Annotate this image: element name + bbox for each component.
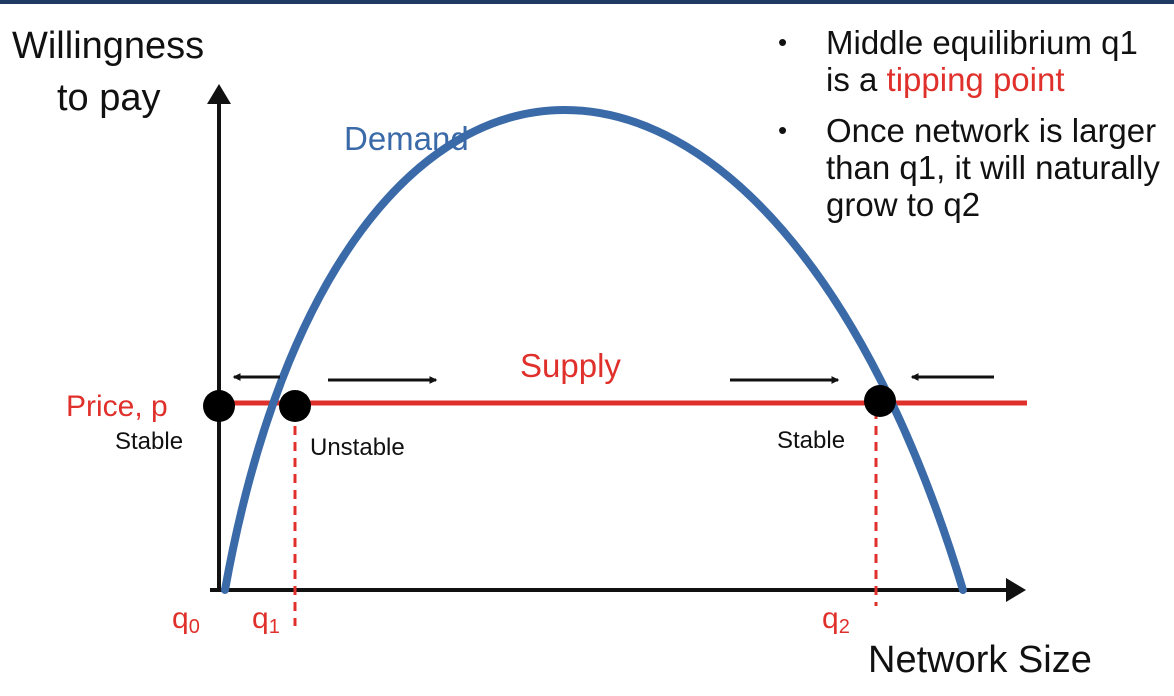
bullet-list: • Middle equilibrium q1 is a tipping poi… — [770, 24, 1170, 237]
demand-label: Demand — [344, 120, 469, 157]
q1-subscript: 1 — [269, 616, 280, 638]
q2-label: q2 — [822, 602, 850, 638]
q2-status-label: Stable — [777, 427, 845, 454]
equilibrium-point-q1 — [279, 390, 311, 422]
bullet-item-tipping-point: • Middle equilibrium q1 is a tipping poi… — [770, 24, 1170, 98]
q2-subscript: 2 — [839, 616, 850, 638]
q1-label: q1 — [252, 602, 280, 638]
bullet-text: Middle equilibrium q1 is a — [826, 24, 1138, 98]
price-label: Price, p — [66, 390, 168, 423]
bullet-highlight: tipping point — [886, 61, 1065, 98]
q2-letter: q — [822, 602, 839, 635]
y-axis-label-line1: Willingness — [12, 25, 204, 67]
demand-curve — [221, 106, 967, 594]
equilibrium-point-q2 — [864, 385, 896, 417]
bullet-marker: • — [778, 115, 788, 145]
q0-status-label: Stable — [115, 428, 183, 455]
y-axis-arrowhead — [207, 84, 231, 104]
q0-label: q0 — [172, 602, 200, 638]
x-axis-label: Network Size — [868, 639, 1092, 681]
q1-status-label: Unstable — [310, 434, 405, 461]
bullet-item-growth: • Once network is larger than q1, it wil… — [770, 112, 1170, 223]
q0-letter: q — [172, 602, 189, 635]
q1-letter: q — [252, 602, 269, 635]
q0-subscript: 0 — [189, 616, 200, 638]
equilibrium-point-q0 — [203, 390, 235, 422]
top-border — [0, 0, 1174, 4]
y-axis-label-line2: to pay — [57, 77, 161, 119]
x-axis-arrowhead — [1006, 578, 1026, 602]
supply-label: Supply — [520, 347, 621, 384]
bullet-marker: • — [778, 27, 788, 57]
bullet-text: Once network is larger than q1, it will … — [826, 112, 1160, 223]
